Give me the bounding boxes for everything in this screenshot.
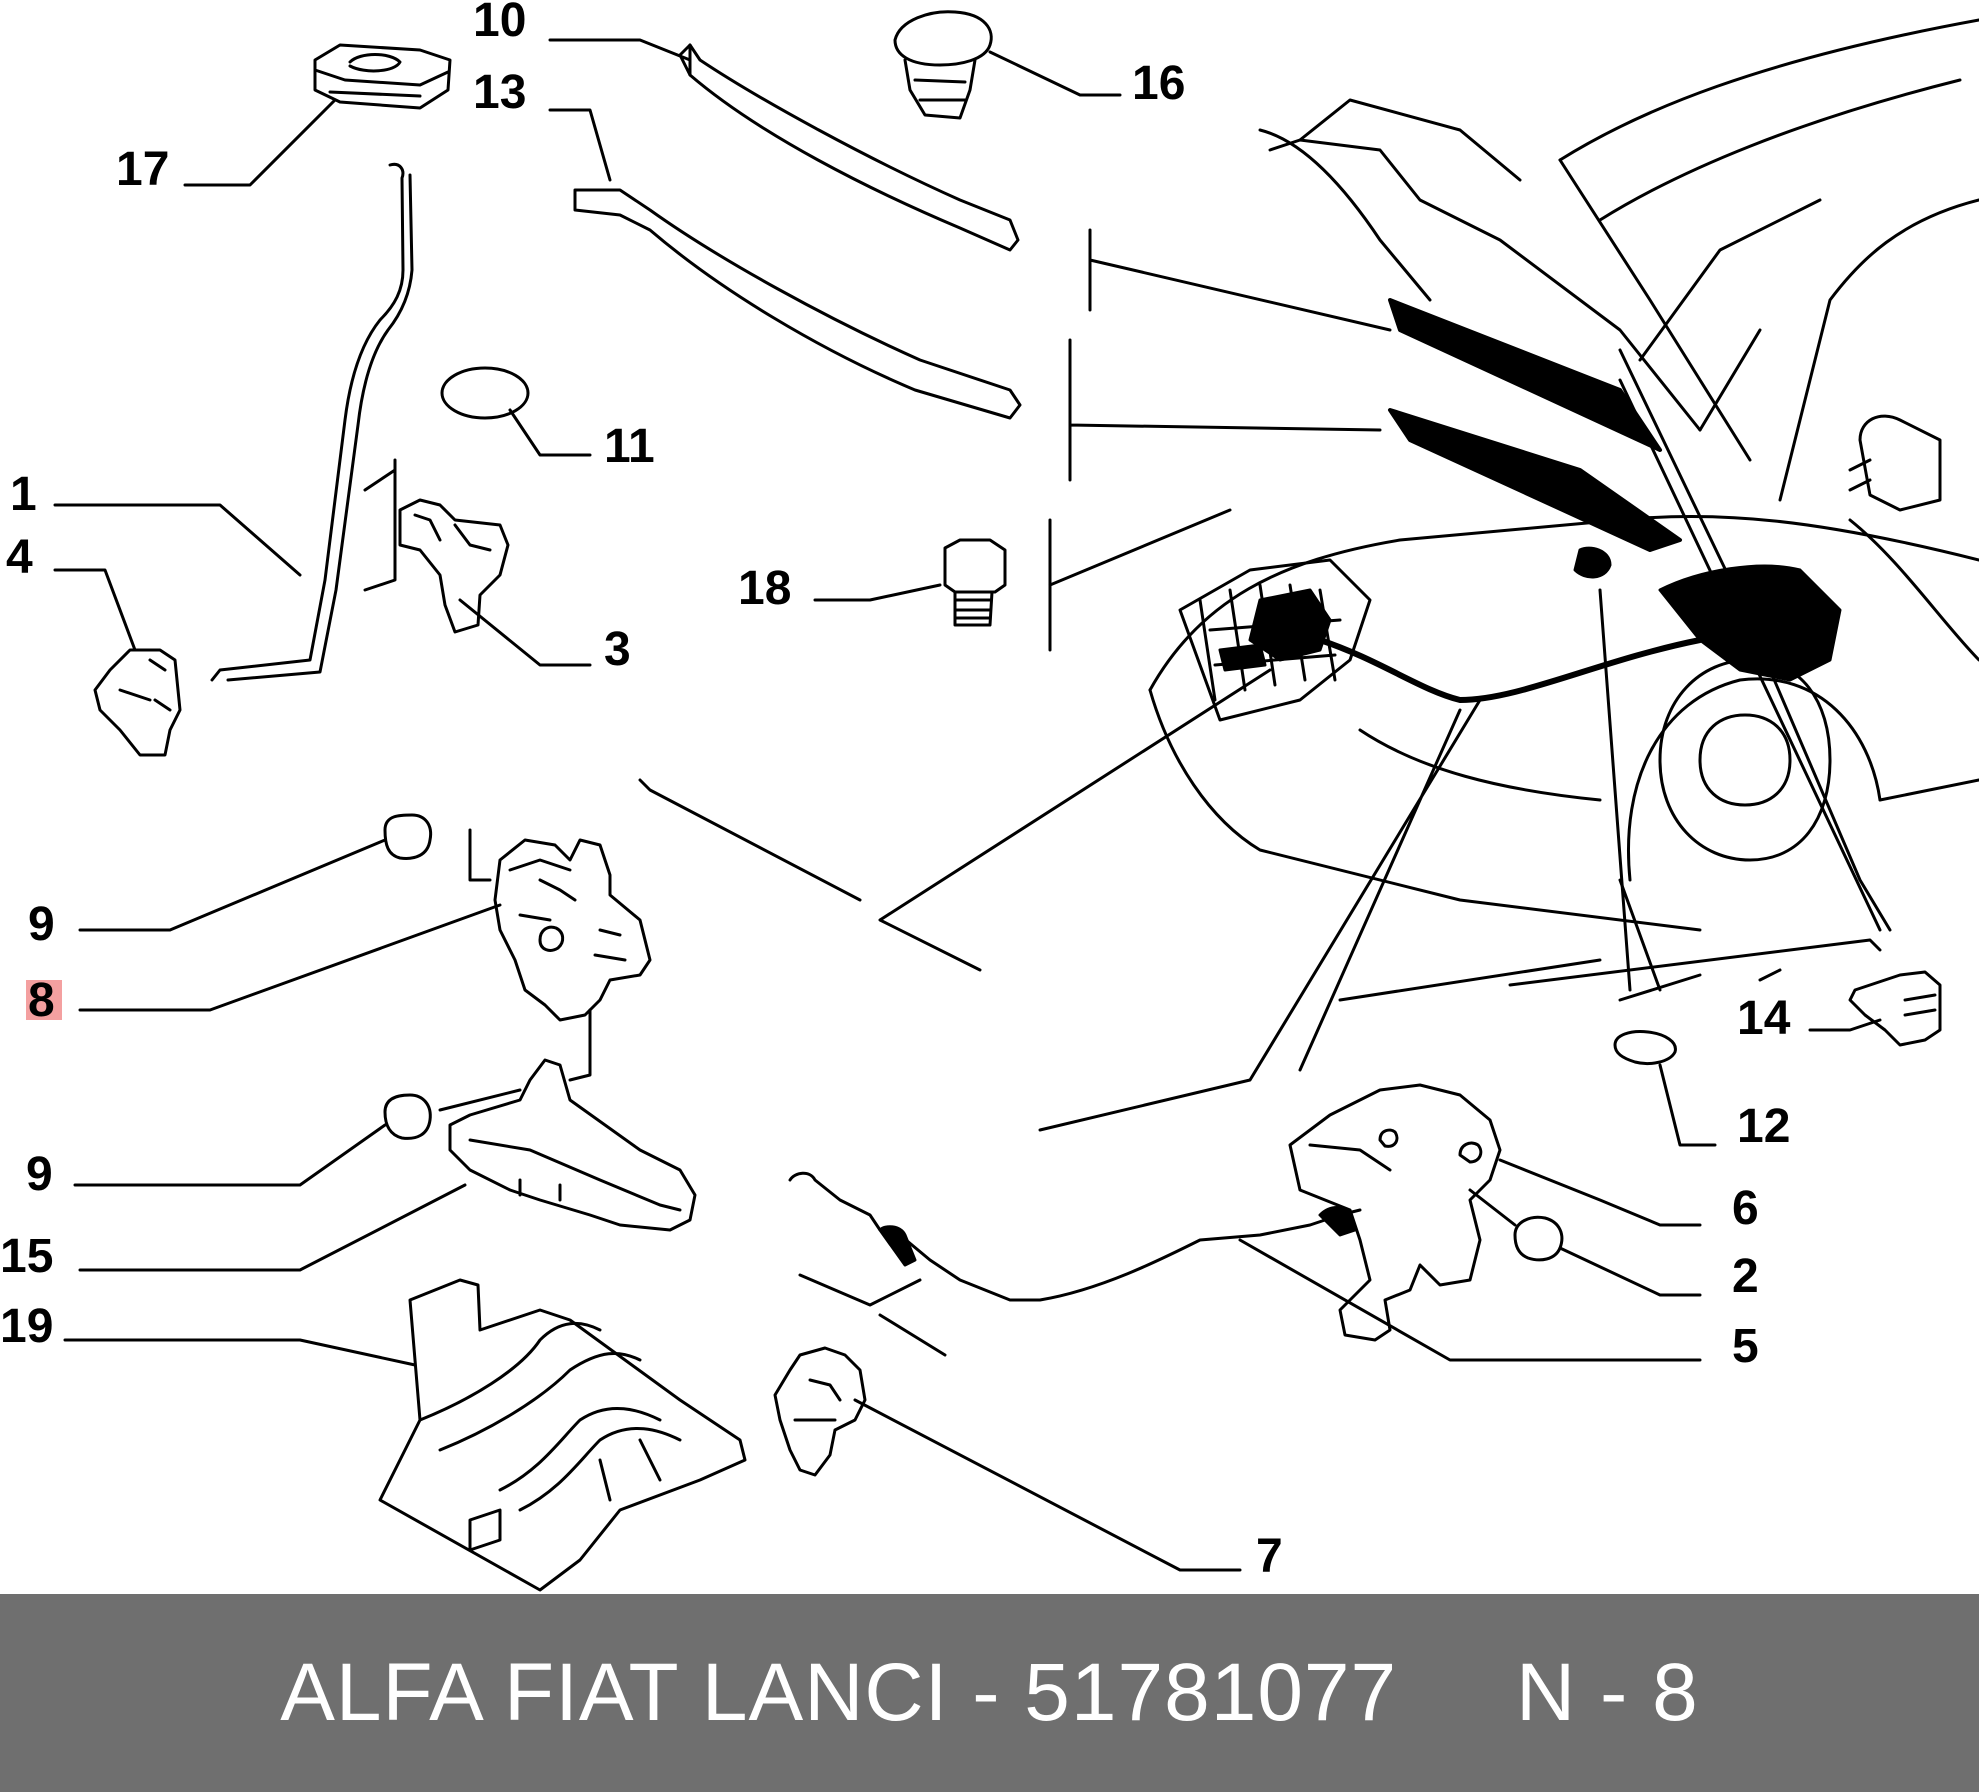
callout-4: 4 [6,531,33,584]
callout-7: 7 [1256,1530,1283,1583]
callout-10: 10 [473,0,526,47]
part-2-nut [1513,1215,1564,1262]
part-9-lower-bushing [383,1093,432,1140]
part-14-clip [1808,970,1942,1047]
callout-9-lower: 9 [26,1148,53,1201]
part-5-cable [788,1171,1702,1362]
callout-3: 3 [604,623,631,676]
callout-15: 15 [0,1230,53,1283]
callout-16: 16 [1132,57,1185,110]
part-4-clip [53,568,182,757]
callout-9-upper: 9 [28,898,55,951]
callout-6: 6 [1732,1182,1759,1235]
callout-17: 17 [116,143,169,196]
part-6-bracket [1288,1083,1702,1342]
callout-14: 14 [1737,992,1791,1045]
footer-bar: ALFA FIAT LANCI - 51781077 N - 8 [0,1594,1979,1792]
part-15-striker [78,1058,697,1272]
callout-5: 5 [1732,1320,1759,1373]
part-1-rod [53,162,414,682]
callout-2: 2 [1732,1250,1759,1303]
part-3-clip [363,458,592,667]
callout-19: 19 [0,1300,53,1353]
footer-text: ALFA FIAT LANCI - 51781077 N - 8 [280,1647,1699,1738]
part-17-cap [183,43,452,187]
callout-13: 13 [473,66,526,119]
callout-1: 1 [10,468,37,521]
callout-8: 8 [28,974,55,1027]
callout-18: 18 [738,562,791,615]
callout-labels: 10 13 16 17 11 1 4 3 18 9 8 14 12 9 6 15… [0,0,1791,1583]
highlight-box [26,980,62,1020]
part-8-hood-lock [78,828,652,1082]
part-12-cap [1613,1030,1677,1066]
part-10-seal [548,38,1020,252]
part-7-clip [773,1346,1242,1572]
part-19-tray [63,1278,747,1592]
callout-12: 12 [1737,1100,1790,1153]
part-9-upper-bushing [383,813,433,860]
car-leader-lines [638,228,1882,1132]
part-18-bolt [813,538,1007,627]
part-16-plug [893,10,1122,120]
callout-11: 11 [604,420,655,473]
parts-diagram: 10 13 16 17 11 1 4 3 18 9 8 14 12 9 6 15… [0,0,1979,1592]
car-body [1148,18,1979,932]
part-13-seal [548,108,1022,420]
